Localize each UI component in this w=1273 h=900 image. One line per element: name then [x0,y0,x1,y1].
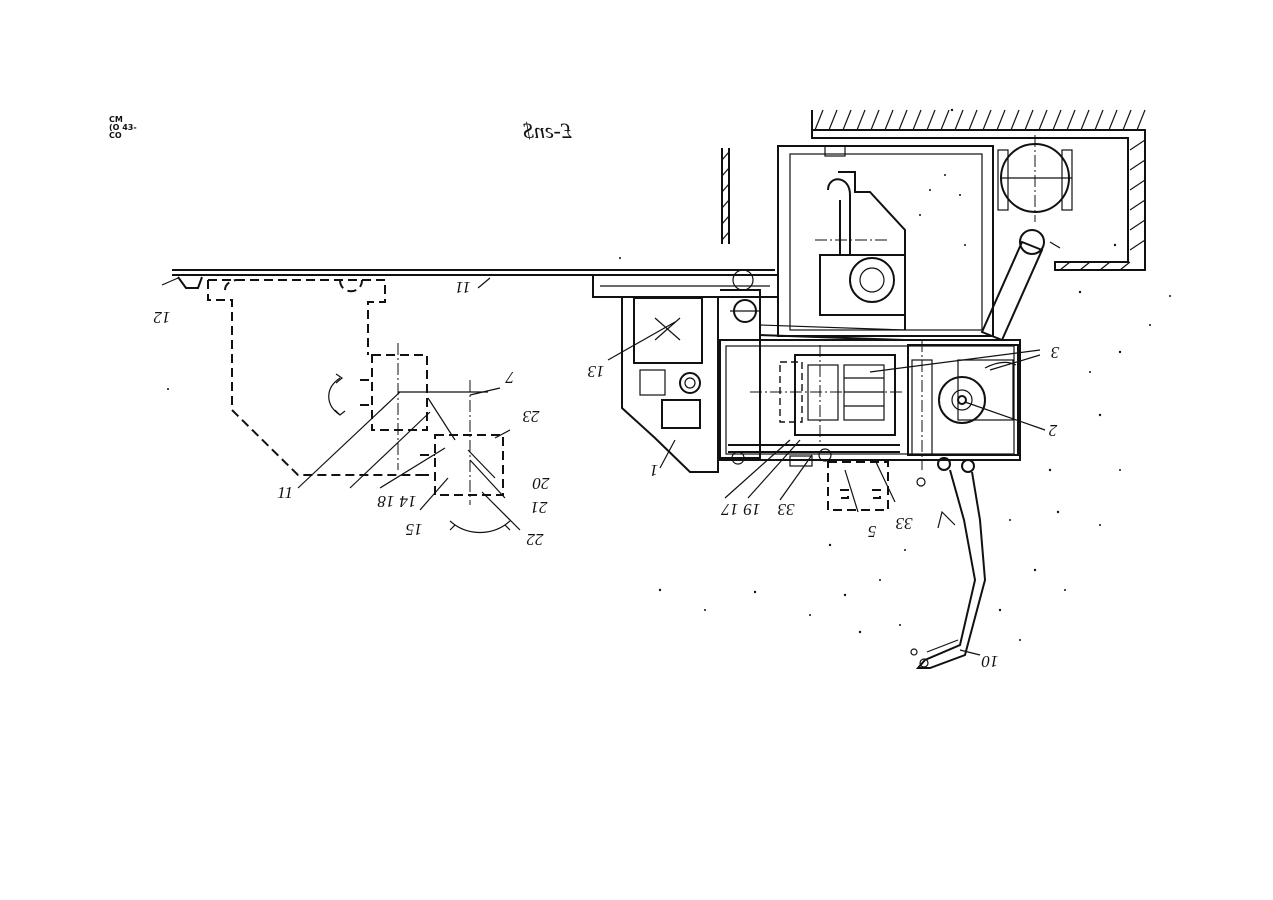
label-part-33-left: 33 [778,500,796,519]
label-part-22: 22 [526,530,544,549]
label-part-10: 10 [981,652,999,671]
label-part-1-panel: 1 [650,461,659,480]
upper-motor [815,146,905,330]
rotation-arrows [329,374,510,533]
dashed-carriage [208,280,503,505]
label-part-11-arm: 11 [277,483,293,502]
label-part-20: 20 [532,474,550,493]
upper-rail [172,270,778,297]
hatched-wall-column [722,148,729,244]
label-part-19: 19 [743,500,761,519]
leader-lines [162,278,1045,655]
drive-wheel-assembly [982,135,1072,340]
label-part-12: 12 [153,308,171,327]
label-part-14: 14 [399,492,417,511]
label-part-11-rail: 11 [455,278,471,297]
label-part-17: 17 [720,500,739,519]
label-part-15: 15 [406,520,423,539]
label-part-13: 13 [588,362,605,381]
hatched-wall-top-right [812,110,1145,270]
label-part-5: 5 [868,522,877,541]
pedal-lever [911,458,985,668]
gear-mechanism [728,345,905,466]
label-part-3: 3 [1051,343,1061,362]
label-part-33-right: 33 [896,514,914,533]
label-part-23: 23 [523,407,540,426]
label-part-18: 18 [377,492,395,511]
label-part-21: 21 [531,498,548,517]
label-part-7: 7 [504,368,514,387]
label-part-2: 2 [1048,421,1057,440]
